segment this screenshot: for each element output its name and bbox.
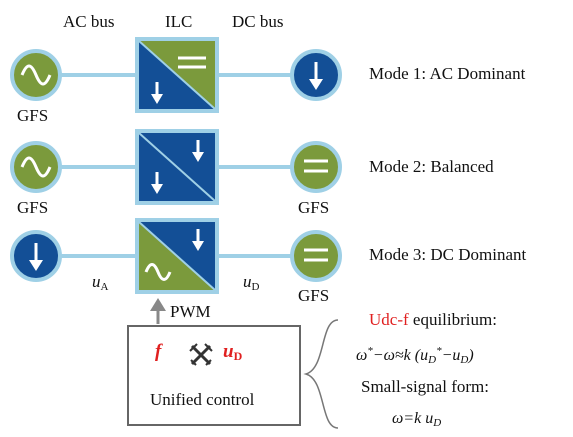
- down-arrow-icon: [151, 82, 163, 104]
- down-arrow-icon: [192, 140, 204, 162]
- dc-source-row3: [290, 230, 342, 282]
- gfs-label-row2-dc: GFS: [298, 198, 330, 217]
- dc-load-row1: [290, 49, 342, 101]
- f-symbol: f: [155, 341, 162, 362]
- dc-bus-label: DC bus: [232, 12, 284, 31]
- ac-load-row3: [10, 230, 62, 282]
- crossed-swords-icon: [189, 343, 213, 366]
- dc-source-row2: [290, 141, 342, 193]
- pwm-label: PWM: [170, 302, 211, 321]
- ac-bus-label: AC bus: [63, 12, 115, 31]
- equilibrium-title: Udc-f equilibrium:: [369, 310, 497, 329]
- down-arrow-icon: [151, 172, 163, 194]
- sine-icon: [20, 64, 52, 86]
- mode-3-label: Mode 3: DC Dominant: [369, 245, 527, 264]
- dc-bars-icon: [178, 56, 206, 69]
- ilc-label: ILC: [165, 12, 193, 31]
- ilc-converter-row2: [135, 129, 219, 205]
- ilc-converter-row1: [135, 37, 219, 113]
- u-a-label: uA: [92, 272, 109, 293]
- sine-icon: [144, 263, 172, 281]
- gfs-label-row1-ac: GFS: [17, 106, 49, 125]
- pwm-arrow: [150, 298, 166, 324]
- ilc-converter-row3: [135, 218, 219, 294]
- sine-icon: [20, 156, 52, 178]
- unified-control-box: f uD Unified control: [127, 325, 301, 426]
- down-arrow-icon: [192, 229, 204, 251]
- equation-2: ω=k uD: [392, 410, 442, 429]
- ac-source-row1: [10, 49, 62, 101]
- mode-1-label: Mode 1: AC Dominant: [369, 64, 526, 83]
- u-d-symbol: uD: [223, 341, 243, 363]
- u-d-label: uD: [243, 272, 260, 293]
- gfs-label-row2-ac: GFS: [17, 198, 49, 217]
- unified-control-title: Unified control: [150, 390, 255, 409]
- gfs-label-row3-dc: GFS: [298, 286, 330, 305]
- mode-2-label: Mode 2: Balanced: [369, 157, 494, 176]
- curly-brace: [303, 319, 339, 429]
- small-signal-title: Small-signal form:: [361, 377, 489, 396]
- ac-source-row2: [10, 141, 62, 193]
- equation-1: ω*−ω≈k (uD*−uD): [356, 345, 474, 366]
